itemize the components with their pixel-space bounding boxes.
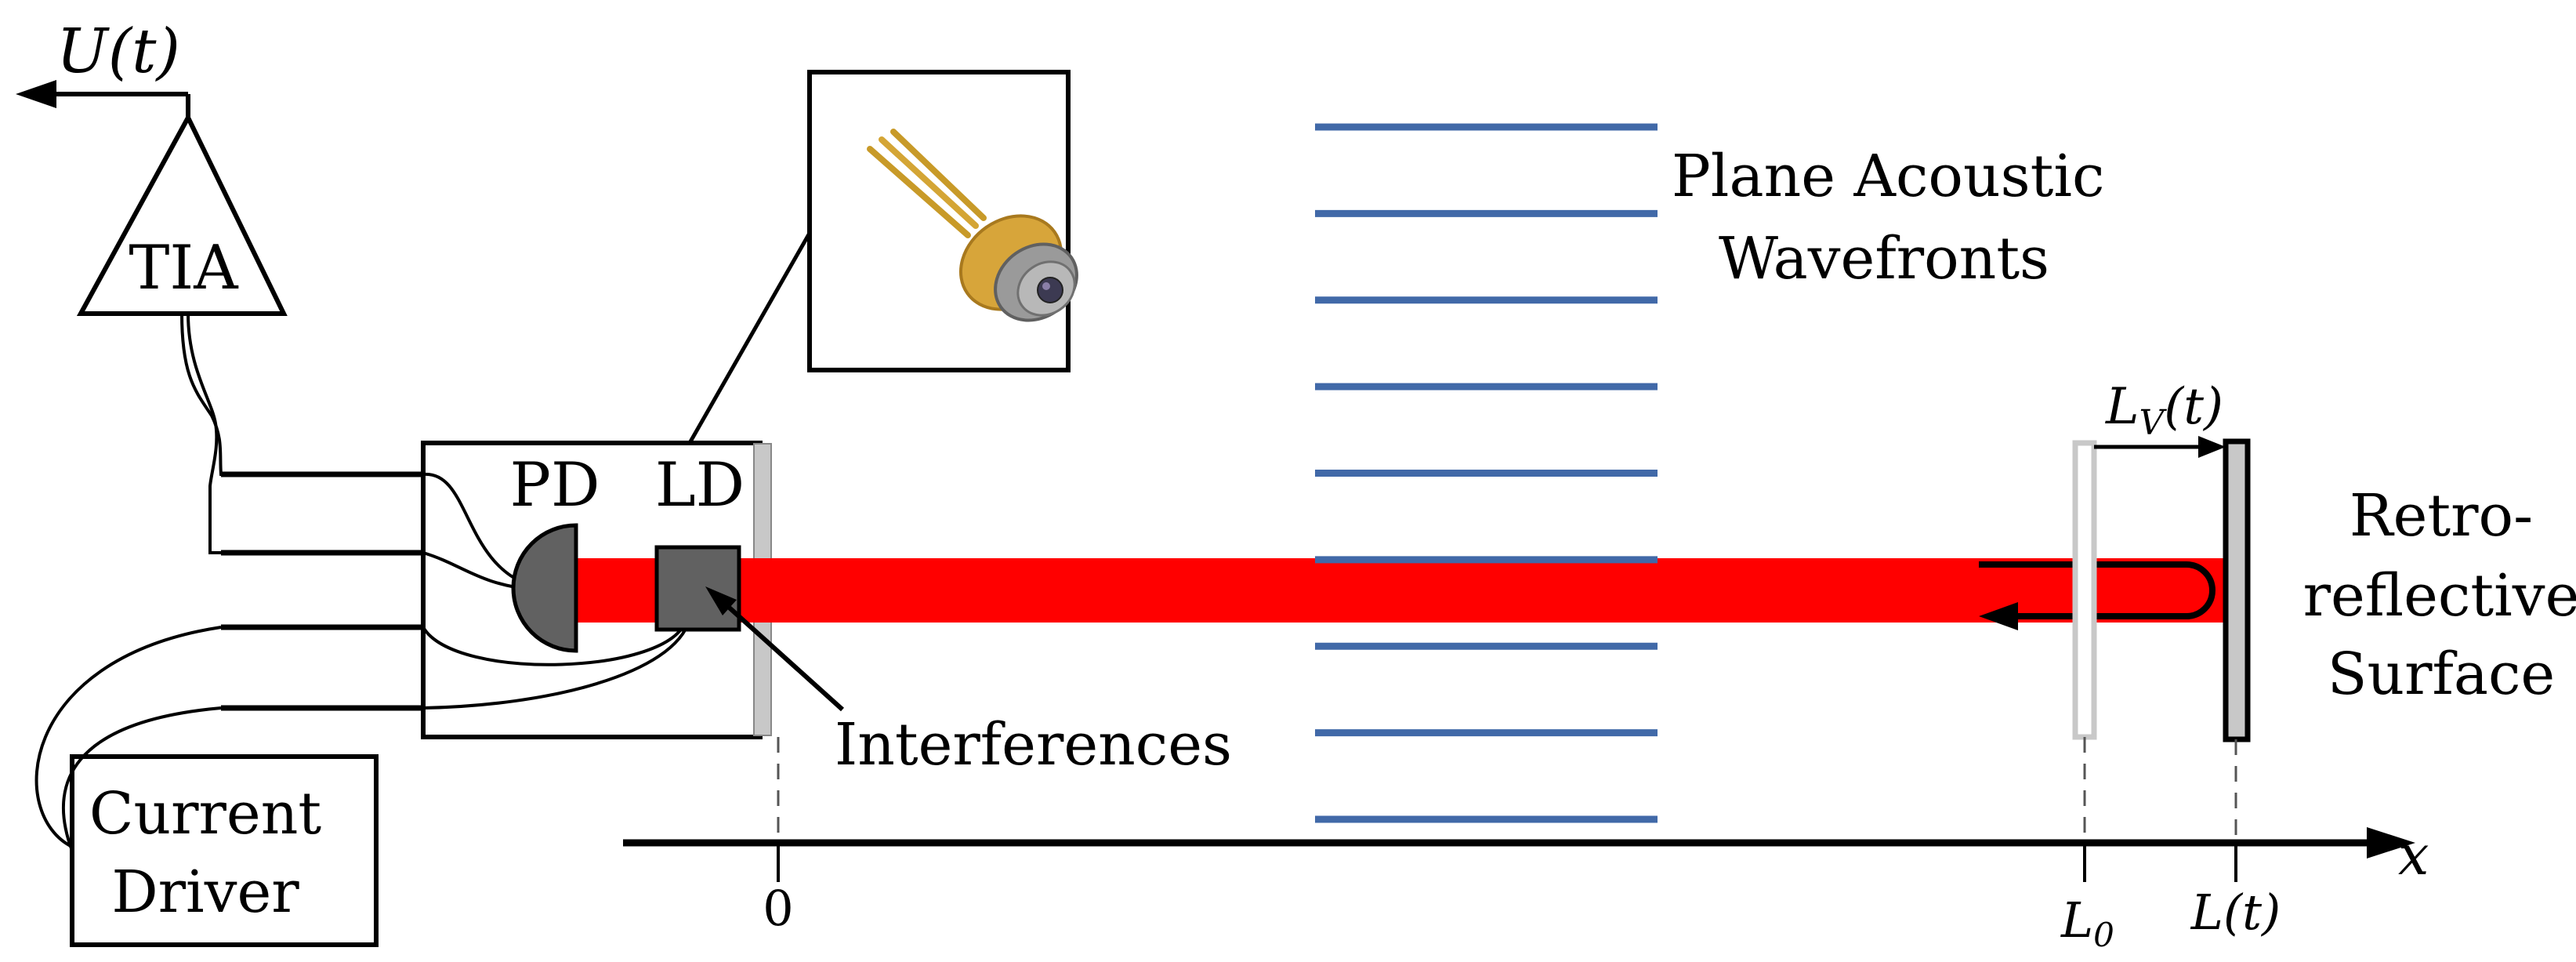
tia-amplifier: TIA (76, 112, 288, 316)
package-pins (221, 471, 423, 711)
inset-leader-line (687, 222, 817, 445)
retroreflective-surface (2223, 438, 2251, 742)
vibration-label: LV(t) (2105, 378, 2223, 443)
surface-label-line3: Surface (2328, 641, 2555, 708)
laser-diode-photo-inset (807, 70, 1078, 372)
laser-diode-photo-icon (867, 129, 1078, 322)
vibration-displacement: LV(t) (2094, 378, 2226, 458)
laser-beam (576, 558, 2241, 623)
x-axis: x (623, 823, 2429, 888)
ld-label: LD (655, 450, 745, 521)
tick-l0-sub: 0 (2093, 916, 2114, 954)
acoustic-label-line1: Plane Acoustic (1672, 143, 2104, 210)
axis-guides (777, 737, 2237, 843)
interference-label: Interferences (835, 711, 1232, 779)
tia-label: TIA (129, 233, 239, 303)
photodiode: PD (509, 450, 600, 653)
x-axis-label: x (2398, 823, 2429, 888)
axis-ticks (777, 843, 2237, 882)
acoustic-label-line2: Wavefronts (1719, 225, 2049, 292)
vibration-label-main: L (2105, 378, 2139, 436)
tick-l0-main: L (2060, 891, 2093, 949)
laser-diode: LD (654, 450, 745, 632)
driver-wires (34, 626, 222, 851)
vibration-label-sub: V (2139, 403, 2168, 443)
tick-lt-label: L(t) (2190, 884, 2281, 941)
acoustic-wavefronts (1315, 123, 1658, 823)
surface-label-line2: reflective (2303, 562, 2576, 630)
mirror-rest-position (2072, 440, 2097, 740)
tick-origin-label: 0 (763, 880, 793, 937)
interference-pointer: Interferences (705, 586, 1232, 779)
tia-wires (180, 313, 423, 554)
output-signal-label: U(t) (56, 16, 180, 87)
reflected-beam-arrowhead (1979, 602, 2018, 630)
vibration-label-suffix: (t) (2164, 378, 2223, 436)
driver-label-line1: Current (89, 780, 321, 848)
surface-label-line1: Retro- (2350, 482, 2533, 550)
pd-label: PD (509, 450, 600, 521)
output-signal: U(t) (16, 16, 190, 118)
reflected-beam-path (1979, 561, 2216, 619)
current-driver: Current Driver (70, 754, 379, 947)
driver-label-line2: Driver (111, 859, 299, 926)
tick-l0-label: L0 (2060, 891, 2114, 954)
